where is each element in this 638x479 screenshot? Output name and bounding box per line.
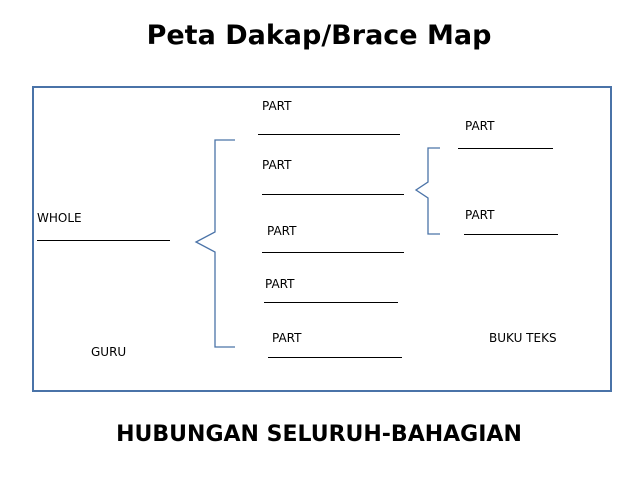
whole-note: GURU (91, 345, 127, 359)
main-brace (194, 139, 235, 348)
part-label-5: PART (272, 331, 302, 345)
part-line-2 (262, 194, 404, 195)
part-line-3 (262, 252, 404, 253)
part-label-3: PART (267, 224, 297, 238)
subparts-note: BUKU TEKS (489, 331, 557, 345)
part-line-5 (268, 357, 402, 358)
part-line-1 (258, 134, 400, 135)
page-title: Peta Dakap/Brace Map (146, 20, 492, 51)
diagram-caption: HUBUNGAN SELURUH-BAHAGIAN (116, 422, 522, 447)
diagram-frame (32, 86, 612, 392)
subpart-line-2 (464, 234, 558, 235)
part-label-1: PART (262, 99, 292, 113)
subpart-label-1: PART (465, 119, 495, 133)
subpart-line-1 (458, 148, 553, 149)
whole-label: WHOLE (37, 211, 82, 225)
sub-brace (414, 147, 440, 235)
subpart-label-2: PART (465, 208, 495, 222)
part-label-4: PART (265, 277, 295, 291)
part-label-2: PART (262, 158, 292, 172)
whole-answer-line (37, 240, 170, 241)
part-line-4 (264, 302, 398, 303)
